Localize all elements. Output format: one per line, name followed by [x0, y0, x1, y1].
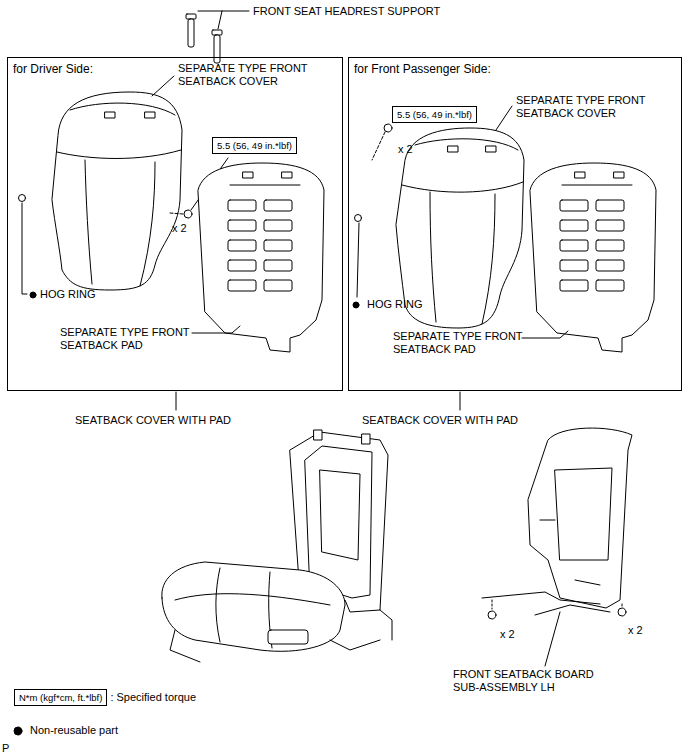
pad-opening [228, 280, 256, 291]
pad-opening [596, 280, 624, 291]
pad-opening [560, 260, 588, 271]
seatback-pad [198, 163, 324, 352]
pad-opening [596, 260, 624, 271]
legend-entry: : Specified torque [110, 691, 196, 704]
pad-opening [264, 260, 292, 271]
front-seat [162, 430, 392, 662]
torque-value: 5.5 (56, 49 in.*lbf) [393, 107, 476, 122]
panel-heading: for Front Passenger Side: [349, 58, 496, 80]
non-reusable-mark [30, 292, 36, 298]
nut [384, 124, 392, 132]
pad-opening [596, 240, 624, 251]
part-name: HOG RING [367, 298, 423, 311]
pad-opening [264, 240, 292, 251]
leader-line [192, 326, 240, 333]
pad-opening [596, 200, 624, 211]
pad-opening [264, 200, 292, 211]
part-name: SEATBACK COVER WITH PAD [362, 414, 518, 427]
pad-opening [560, 220, 588, 231]
legend-text: : Specified torque [110, 691, 196, 703]
part-name: P [2, 742, 9, 755]
pad-opening [228, 200, 256, 211]
leader-line [496, 106, 512, 130]
headrest-support [186, 14, 222, 63]
pad-openings [228, 200, 292, 291]
screw [488, 611, 496, 619]
leader-line [176, 392, 177, 410]
hog-ring [355, 215, 362, 222]
pad-opening [228, 220, 256, 231]
torque-box: 5.5 (56, 49 in.*lbf) [212, 137, 297, 154]
hog-ring [19, 195, 26, 202]
pad-opening [560, 240, 588, 251]
part-name: SEATBACK COVER WITH PAD [75, 414, 231, 427]
leader-line [460, 392, 461, 410]
part-name: SEPARATE TYPE FRONT SEATBACK PAD [393, 330, 533, 356]
nut [184, 210, 192, 218]
seatback-pad [530, 163, 656, 352]
unit-box: N*m (kgf*cm, ft.*lbf) [14, 689, 107, 706]
quantity-label: x 2 [398, 143, 413, 156]
screw [618, 608, 626, 616]
legend-dot [14, 727, 22, 735]
torque-box: 5.5 (56, 49 in.*lbf) [392, 106, 477, 123]
leader-line [522, 331, 568, 338]
leader-line [152, 76, 174, 96]
torque-value: 5.5 (56, 49 in.*lbf) [213, 138, 296, 153]
pad-opening [560, 280, 588, 291]
part-name: SEPARATE TYPE FRONT SEATBACK COVER [178, 62, 323, 88]
leader-line [22, 203, 27, 294]
part-name: SEPARATE TYPE FRONT SEATBACK PAD [60, 326, 200, 352]
pad-opening [560, 200, 588, 211]
seatback-board [482, 428, 632, 615]
pad-openings [560, 200, 624, 291]
dashed-line [492, 600, 622, 609]
quantity-label: x 2 [500, 628, 515, 641]
pad-opening [596, 220, 624, 231]
dashed-line [170, 213, 183, 214]
pad-opening [228, 240, 256, 251]
quantity-label: x 2 [628, 624, 643, 637]
leader-line [545, 612, 560, 666]
dashed-line [372, 132, 385, 160]
part-name: SEPARATE TYPE FRONT SEATBACK COVER [516, 94, 666, 120]
torque-value: N*m (kgf*cm, ft.*lbf) [15, 690, 106, 705]
pad-opening [228, 260, 256, 271]
pad-opening [264, 220, 292, 231]
part-name: FRONT SEAT HEADREST SUPPORT [253, 5, 440, 18]
panel-heading: for Driver Side: [8, 58, 98, 80]
part-name: FRONT SEATBACK BOARD SUB-ASSEMBLY LH [453, 668, 623, 694]
leader-line [357, 223, 359, 297]
part-name: HOG RING [40, 288, 96, 301]
legend-entry: Non-reusable part [30, 724, 118, 737]
legend-text: Non-reusable part [30, 724, 118, 736]
quantity-label: x 2 [172, 222, 187, 235]
pad-opening [264, 280, 292, 291]
leader-line [198, 11, 249, 29]
non-reusable-mark [353, 302, 359, 308]
seatback-cover [52, 92, 182, 290]
